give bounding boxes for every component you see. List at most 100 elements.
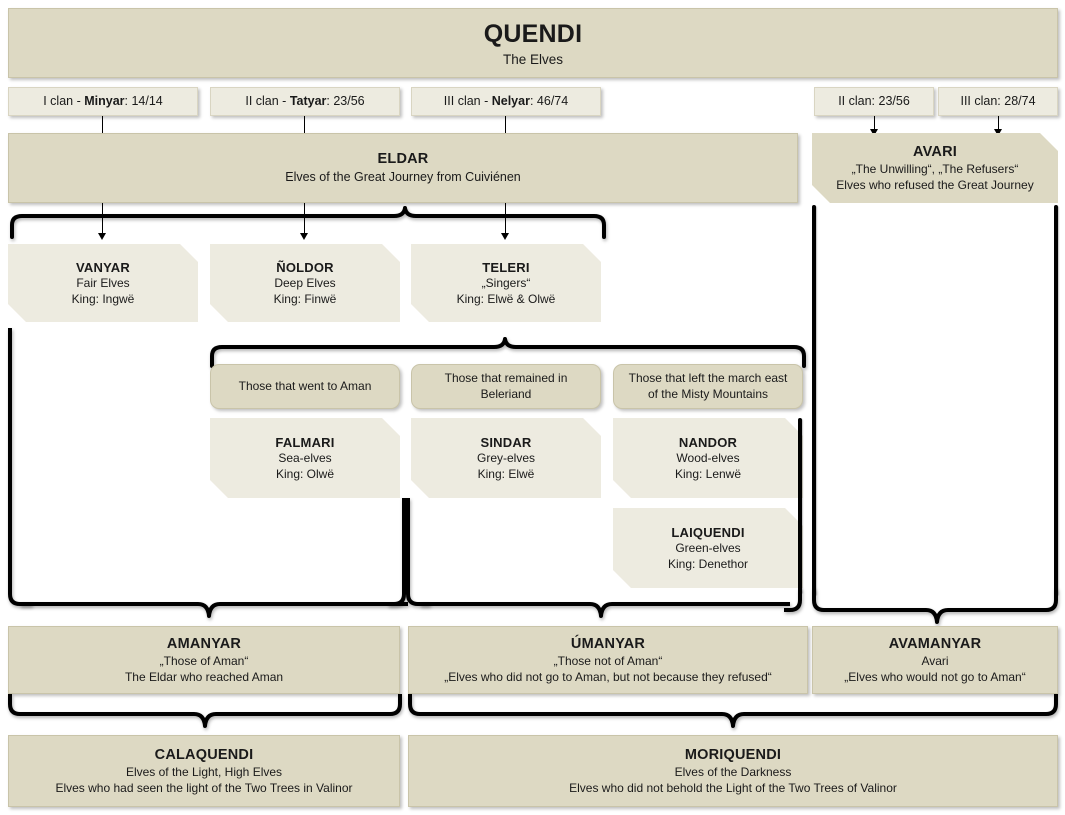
node-laiquendi-line1: Green-elves xyxy=(675,540,741,555)
node-noldor-line1: Deep Elves xyxy=(274,275,336,290)
node-avamanyar-title: AVAMANYAR xyxy=(888,635,982,652)
clan-tag-nelyar-label: III clan - Nelyar: 46/74 xyxy=(443,94,569,109)
brace-to-calaquendi xyxy=(6,694,404,734)
node-moriquendi-line1: Elves of the Darkness xyxy=(674,764,792,779)
node-moriquendi-line2: Elves who did not behold the Light of th… xyxy=(569,780,897,795)
connector-nelyar-eldar xyxy=(505,116,506,133)
node-falmari-title: FALMARI xyxy=(275,434,335,450)
clan-tag-minyar[interactable]: I clan - Minyar: 14/14 xyxy=(8,87,198,116)
node-vanyar-line2: King: Ingwë xyxy=(71,291,135,306)
connector-eldar-teleri xyxy=(505,203,506,235)
connector-avari-iii-line xyxy=(998,116,999,131)
connector-eldar-noldor-arrow xyxy=(300,233,308,240)
bracket-umanyar-vertical-right xyxy=(798,418,802,593)
node-quendi-title: QUENDI xyxy=(483,19,583,48)
node-nandor-line1: Wood-elves xyxy=(676,450,740,465)
node-noldor-line2: King: Finwë xyxy=(273,291,337,306)
caption-remained-beleriand[interactable]: Those that remained in Beleriand xyxy=(411,364,601,409)
node-avamanyar-line1: Avari xyxy=(921,653,949,668)
clan-tag-avari-iii-label: III clan: 28/74 xyxy=(960,94,1036,109)
brace-teleri-to-groups xyxy=(208,334,808,368)
node-eldar-title: ELDAR xyxy=(377,151,429,168)
brace-to-moriquendi xyxy=(406,694,1060,734)
node-falmari[interactable]: FALMARI Sea-elves King: Olwë xyxy=(210,418,400,498)
node-noldor[interactable]: ÑOLDOR Deep Elves King: Finwë xyxy=(210,244,400,322)
node-falmari-line2: King: Olwë xyxy=(275,466,335,481)
bracket-umanyar-left xyxy=(404,498,430,608)
node-sindar[interactable]: SINDAR Grey-elves King: Elwë xyxy=(411,418,601,498)
caption-went-to-aman-text: Those that went to Aman xyxy=(238,378,372,393)
node-umanyar-line2: „Elves who did not go to Aman, but not b… xyxy=(444,669,772,684)
node-calaquendi-title: CALAQUENDI xyxy=(154,746,254,763)
node-falmari-line1: Sea-elves xyxy=(278,450,332,465)
bracket-avamanyar-vertical-left xyxy=(812,205,816,595)
node-noldor-title: ÑOLDOR xyxy=(276,259,334,275)
node-quendi[interactable]: QUENDI The Elves xyxy=(8,8,1058,78)
node-nandor[interactable]: NANDOR Wood-elves King: Lenwë xyxy=(613,418,803,498)
connector-eldar-noldor xyxy=(304,203,305,235)
node-laiquendi-title: LAIQUENDI xyxy=(671,524,745,540)
bracket-umanyar-right xyxy=(784,588,810,614)
caption-remained-beleriand-text: Those that remained in Beleriand xyxy=(444,370,568,401)
caption-went-to-aman[interactable]: Those that went to Aman xyxy=(210,364,400,409)
node-moriquendi-title: MORIQUENDI xyxy=(684,746,782,763)
node-vanyar-title: VANYAR xyxy=(76,259,130,275)
node-teleri-line1: „Singers“ xyxy=(481,275,531,290)
node-umanyar[interactable]: ÚMANYAR „Those not of Aman“ „Elves who d… xyxy=(408,626,808,694)
brace-to-umanyar xyxy=(420,590,790,626)
node-teleri[interactable]: TELERI „Singers“ King: Elwë & Olwë xyxy=(411,244,601,322)
node-amanyar-line2: The Eldar who reached Aman xyxy=(124,669,284,684)
connector-eldar-teleri-arrow xyxy=(501,233,509,240)
node-umanyar-title: ÚMANYAR xyxy=(570,635,646,652)
bracket-avamanyar-vertical-right xyxy=(1054,205,1058,595)
node-sindar-title: SINDAR xyxy=(480,434,532,450)
node-avari-line2: Elves who refused the Great Journey xyxy=(836,177,1034,192)
caption-left-march-east[interactable]: Those that left the march east of the Mi… xyxy=(613,364,803,409)
node-sindar-line1: Grey-elves xyxy=(476,450,535,465)
node-eldar-subtitle: Elves of the Great Journey from Cuiviéne… xyxy=(285,170,521,185)
node-moriquendi[interactable]: MORIQUENDI Elves of the Darkness Elves w… xyxy=(408,735,1058,807)
node-calaquendi-line1: Elves of the Light, High Elves xyxy=(125,764,283,779)
node-teleri-line2: King: Elwë & Olwë xyxy=(456,291,556,306)
clan-tag-avari-iii[interactable]: III clan: 28/74 xyxy=(938,87,1058,116)
node-calaquendi[interactable]: CALAQUENDI Elves of the Light, High Elve… xyxy=(8,735,400,807)
connector-eldar-vanyar-arrow xyxy=(98,233,106,240)
node-avari[interactable]: AVARI „The Unwilling“, „The Refusers“ El… xyxy=(812,133,1058,203)
brace-eldar-to-tribes xyxy=(8,203,608,239)
node-amanyar-title: AMANYAR xyxy=(166,635,242,652)
clan-tag-tatyar[interactable]: II clan - Tatyar: 23/56 xyxy=(210,87,400,116)
node-sindar-line2: King: Elwë xyxy=(477,466,535,481)
node-umanyar-line1: „Those not of Aman“ xyxy=(553,653,663,668)
clan-tag-minyar-label: I clan - Minyar: 14/14 xyxy=(43,94,163,109)
connector-eldar-vanyar xyxy=(102,203,103,235)
node-vanyar-line1: Fair Elves xyxy=(76,275,130,290)
node-amanyar-line1: „Those of Aman“ xyxy=(159,653,249,668)
node-laiquendi[interactable]: LAIQUENDI Green-elves King: Denethor xyxy=(613,508,803,588)
clan-tag-avari-ii[interactable]: II clan: 23/56 xyxy=(814,87,934,116)
bracket-amanyar-left xyxy=(6,328,32,608)
connector-avari-iii-arrow xyxy=(994,129,1002,136)
node-eldar[interactable]: ELDAR Elves of the Great Journey from Cu… xyxy=(8,133,798,203)
node-nandor-title: NANDOR xyxy=(678,434,738,450)
node-teleri-title: TELERI xyxy=(482,259,530,275)
node-vanyar[interactable]: VANYAR Fair Elves King: Ingwë xyxy=(8,244,198,322)
clan-tag-nelyar[interactable]: III clan - Nelyar: 46/74 xyxy=(411,87,601,116)
node-avamanyar[interactable]: AVAMANYAR Avari „Elves who would not go … xyxy=(812,626,1058,694)
node-amanyar[interactable]: AMANYAR „Those of Aman“ The Eldar who re… xyxy=(8,626,400,694)
brace-to-avamanyar xyxy=(810,588,1060,628)
connector-avari-ii-line xyxy=(874,116,875,131)
brace-to-amanyar xyxy=(20,590,408,626)
clan-tag-tatyar-label: II clan - Tatyar: 23/56 xyxy=(245,94,365,109)
connector-minyar-eldar xyxy=(102,116,103,133)
connector-avari-ii-arrow xyxy=(870,129,878,136)
connector-tatyar-eldar xyxy=(304,116,305,133)
node-avari-line1: „The Unwilling“, „The Refusers“ xyxy=(851,161,1019,176)
clan-tag-avari-ii-label: II clan: 23/56 xyxy=(838,94,910,109)
node-nandor-line2: King: Lenwë xyxy=(674,466,742,481)
node-quendi-subtitle: The Elves xyxy=(502,51,564,67)
node-avari-title: AVARI xyxy=(913,143,957,160)
node-laiquendi-line2: King: Denethor xyxy=(667,556,749,571)
node-avamanyar-line2: „Elves who would not go to Aman“ xyxy=(844,669,1026,684)
node-calaquendi-line2: Elves who had seen the light of the Two … xyxy=(55,780,353,795)
